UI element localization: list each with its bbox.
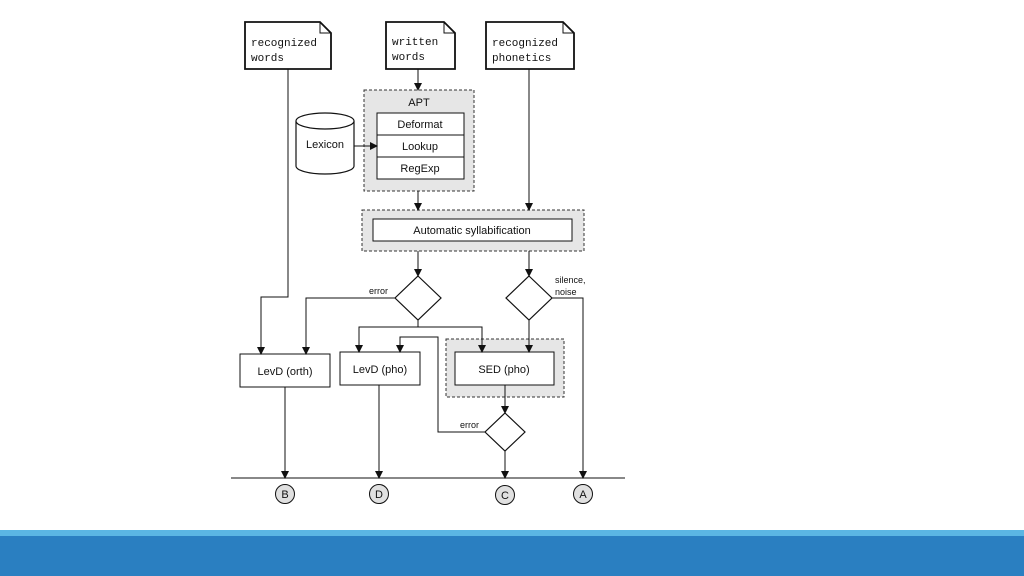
output-c-label: C xyxy=(501,490,509,502)
doc-written-words-line2: words xyxy=(392,52,425,64)
output-d-label: D xyxy=(375,489,383,501)
edge-words-to-levd-orth xyxy=(257,69,289,355)
output-b-label: B xyxy=(281,489,288,501)
flow-diagram: recognized words written words recognize… xyxy=(231,21,625,505)
edge-silence-to-a xyxy=(552,297,587,479)
apt-step-deformat: Deformat xyxy=(397,119,442,131)
levd-orth-box: LevD (orth) xyxy=(239,353,331,388)
output-a: A xyxy=(573,484,593,504)
decision-error-2 xyxy=(484,412,526,452)
sed-pho-label: SED (pho) xyxy=(478,364,529,376)
doc-recognized-words-line2: words xyxy=(251,53,284,65)
doc-written-words-line1: written xyxy=(392,37,438,49)
decision-silence-noise xyxy=(505,275,553,321)
lexicon-database: Lexicon xyxy=(295,112,355,175)
syllabification-label: Automatic syllabification xyxy=(413,225,530,237)
edge-label-error-1: error xyxy=(369,286,388,296)
apt-step-lookup: Lookup xyxy=(402,141,438,153)
output-b: B xyxy=(275,484,295,504)
apt-group: APT Deformat Lookup RegExp xyxy=(363,89,475,192)
apt-title: APT xyxy=(408,97,430,109)
edge-error-to-levd-orth xyxy=(302,297,395,355)
edge-decision1-to-sed xyxy=(418,326,486,353)
doc-recognized-phonetics-line1: recognized xyxy=(492,38,558,50)
doc-recognized-words-line1: recognized xyxy=(251,38,317,50)
output-a-label: A xyxy=(579,489,587,501)
edge-decision1-split xyxy=(355,320,419,353)
levd-pho-label: LevD (pho) xyxy=(353,364,407,376)
connectors xyxy=(257,69,587,479)
edge-label-silence: silence, xyxy=(555,275,586,285)
decision-error-1 xyxy=(394,275,442,321)
footer-accent-line xyxy=(0,530,1024,536)
edge-label-noise: noise xyxy=(555,287,577,297)
output-d: D xyxy=(369,484,389,504)
lexicon-label: Lexicon xyxy=(306,139,344,151)
doc-written-words: written words xyxy=(385,21,456,70)
levd-orth-label: LevD (orth) xyxy=(257,366,312,378)
edge-loop-to-levd-pho xyxy=(396,336,485,433)
syllabification-group: Automatic syllabification xyxy=(361,209,585,252)
levd-pho-box: LevD (pho) xyxy=(339,351,421,386)
doc-recognized-words: recognized words xyxy=(244,21,332,70)
output-c: C xyxy=(495,485,515,505)
footer-bar xyxy=(0,536,1024,576)
edge-label-error-2: error xyxy=(460,420,479,430)
doc-recognized-phonetics-line2: phonetics xyxy=(492,53,551,65)
doc-recognized-phonetics: recognized phonetics xyxy=(485,21,575,70)
apt-step-regexp: RegExp xyxy=(400,163,439,175)
